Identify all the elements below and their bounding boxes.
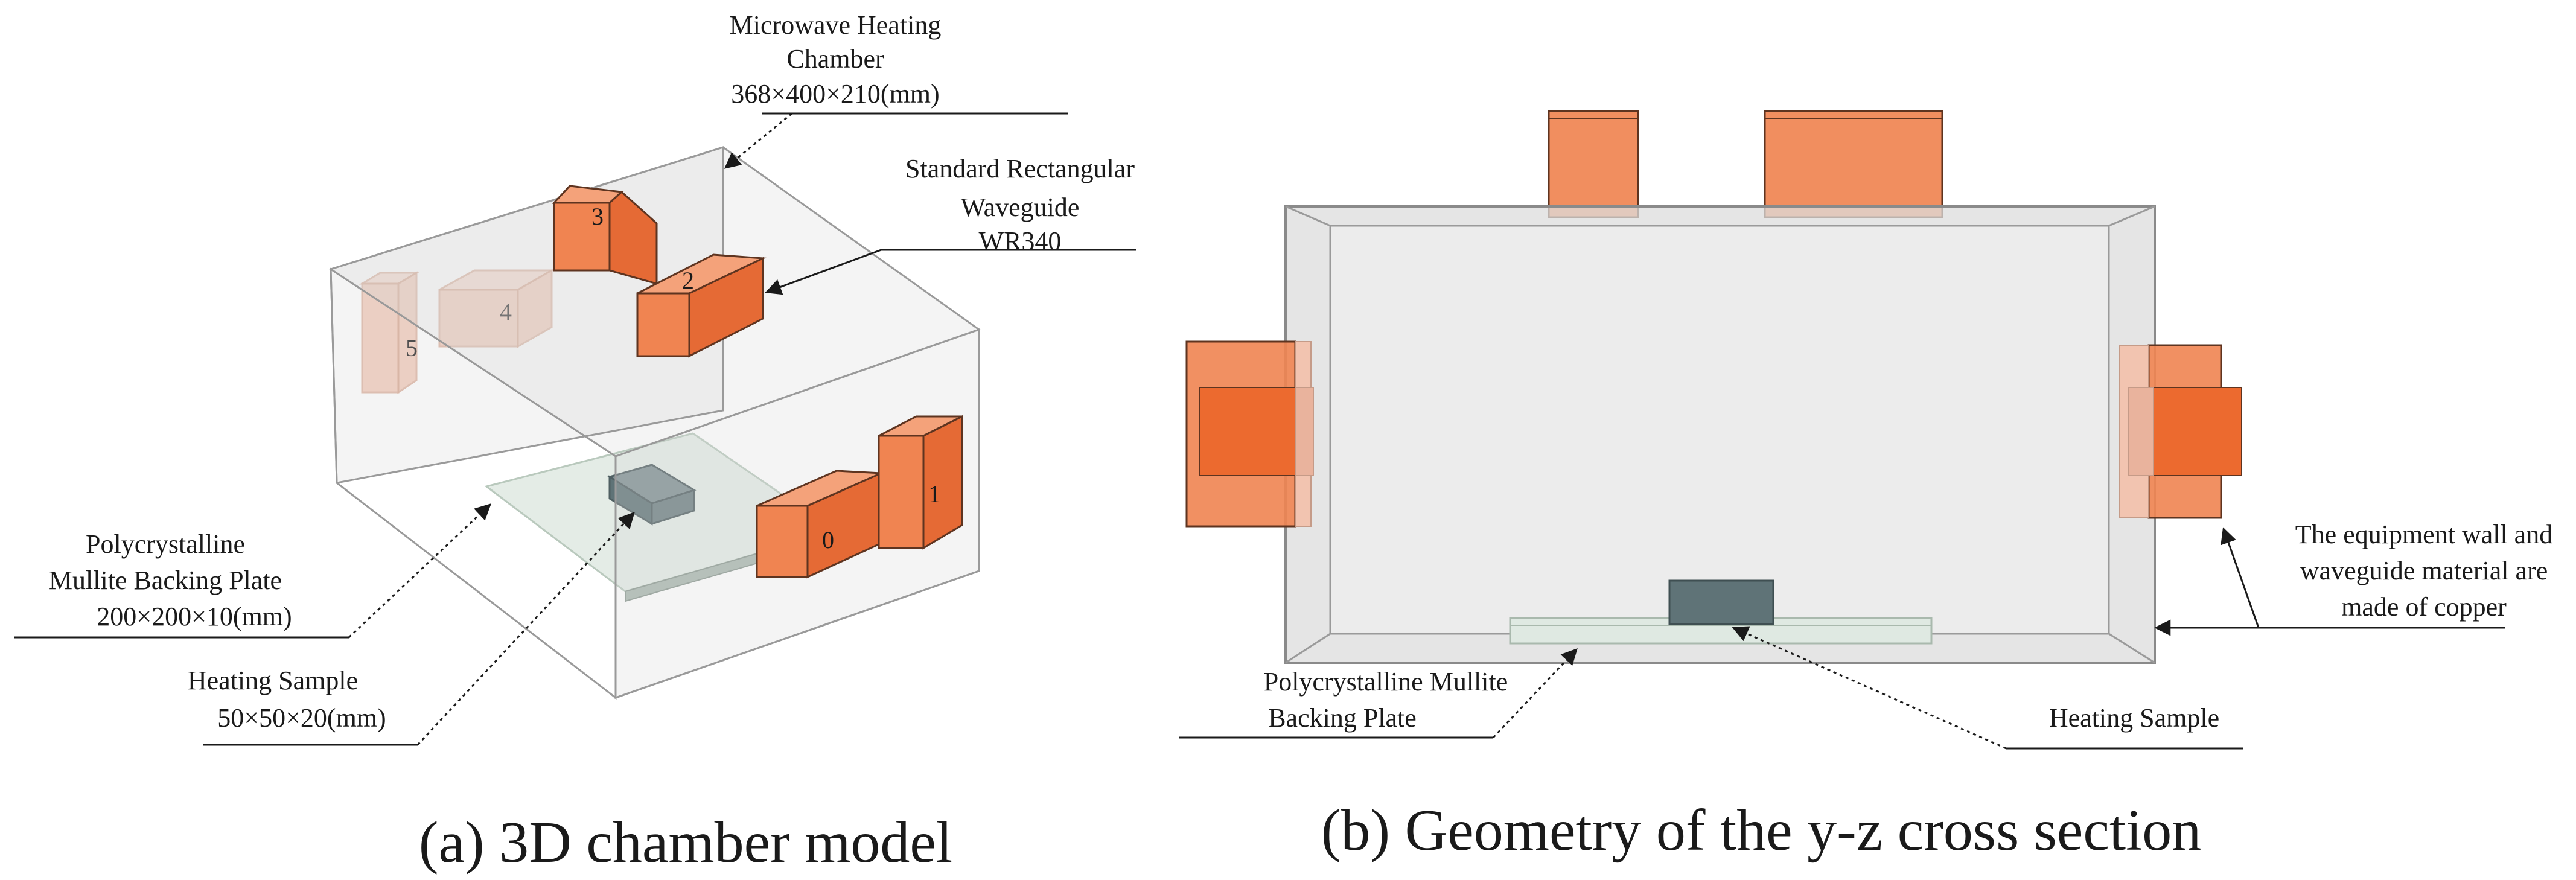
svg-text:waveguide material are: waveguide material are xyxy=(2300,556,2548,585)
waveguide-right xyxy=(2119,344,2242,519)
label-heating-sample-a: Heating Sample 50×50×20(mm) xyxy=(188,512,635,746)
svg-text:Mullite Backing Plate: Mullite Backing Plate xyxy=(49,566,282,595)
waveguide-port-0: 0 xyxy=(756,470,882,579)
svg-text:200×200×10(mm): 200×200×10(mm) xyxy=(97,602,292,631)
svg-text:368×400×210(mm): 368×400×210(mm) xyxy=(731,79,939,109)
svg-text:Standard Rectangular: Standard Rectangular xyxy=(905,154,1135,183)
svg-text:Polycrystalline: Polycrystalline xyxy=(86,529,245,559)
port-number-1: 1 xyxy=(928,480,940,508)
panel-b-cross-section: The equipment wall and waveguide materia… xyxy=(1179,110,2552,863)
svg-text:Polycrystalline Mullite: Polycrystalline Mullite xyxy=(1264,667,1508,697)
svg-text:Heating Sample: Heating Sample xyxy=(188,666,358,695)
label-chamber: Microwave Heating Chamber 368×400×210(mm… xyxy=(724,10,1068,169)
caption-panel-a: (a) 3D chamber model xyxy=(419,810,952,875)
port-number-4: 4 xyxy=(500,298,512,325)
waveguide-port-2: 2 xyxy=(636,253,767,358)
port-number-0: 0 xyxy=(822,526,834,553)
svg-text:Backing Plate: Backing Plate xyxy=(1268,703,1417,733)
label-backing-plate-a: Polycrystalline Mullite Backing Plate 20… xyxy=(14,503,491,639)
label-backing-plate-b: Polycrystalline Mullite Backing Plate xyxy=(1179,648,1578,739)
label-heating-sample-b: Heating Sample xyxy=(1732,626,2243,750)
svg-text:Microwave Heating: Microwave Heating xyxy=(730,10,942,40)
port-number-3: 3 xyxy=(591,203,604,230)
waveguide-top-right xyxy=(1764,110,1943,218)
panel-a-3d-model: 5 4 3 xyxy=(14,10,1136,875)
label-copper-wall: The equipment wall and waveguide materia… xyxy=(2154,520,2552,636)
waveguide-port-3: 3 xyxy=(552,185,658,285)
port-number-5: 5 xyxy=(406,334,418,362)
heating-sample-3d xyxy=(607,464,697,526)
waveguide-port-5: 5 xyxy=(359,271,420,394)
waveguide-port-1: 1 xyxy=(878,415,963,550)
svg-text:Chamber: Chamber xyxy=(786,44,884,74)
svg-text:50×50×20(mm): 50×50×20(mm) xyxy=(217,703,386,733)
svg-text:Heating Sample: Heating Sample xyxy=(2049,703,2219,733)
waveguide-top-left xyxy=(1548,110,1639,218)
svg-text:WR340: WR340 xyxy=(979,226,1062,256)
port-number-2: 2 xyxy=(682,267,694,294)
svg-text:The equipment wall and: The equipment wall and xyxy=(2295,520,2552,549)
label-waveguide: Standard Rectangular Waveguide WR340 xyxy=(765,154,1136,295)
waveguide-left xyxy=(1185,340,1314,528)
waveguide-port-4: 4 xyxy=(438,269,555,348)
svg-text:made of copper: made of copper xyxy=(2341,592,2507,622)
svg-text:Waveguide: Waveguide xyxy=(961,193,1080,222)
heating-sample-section xyxy=(1668,579,1774,625)
caption-panel-b: (b) Geometry of the y-z cross section xyxy=(1321,798,2202,863)
